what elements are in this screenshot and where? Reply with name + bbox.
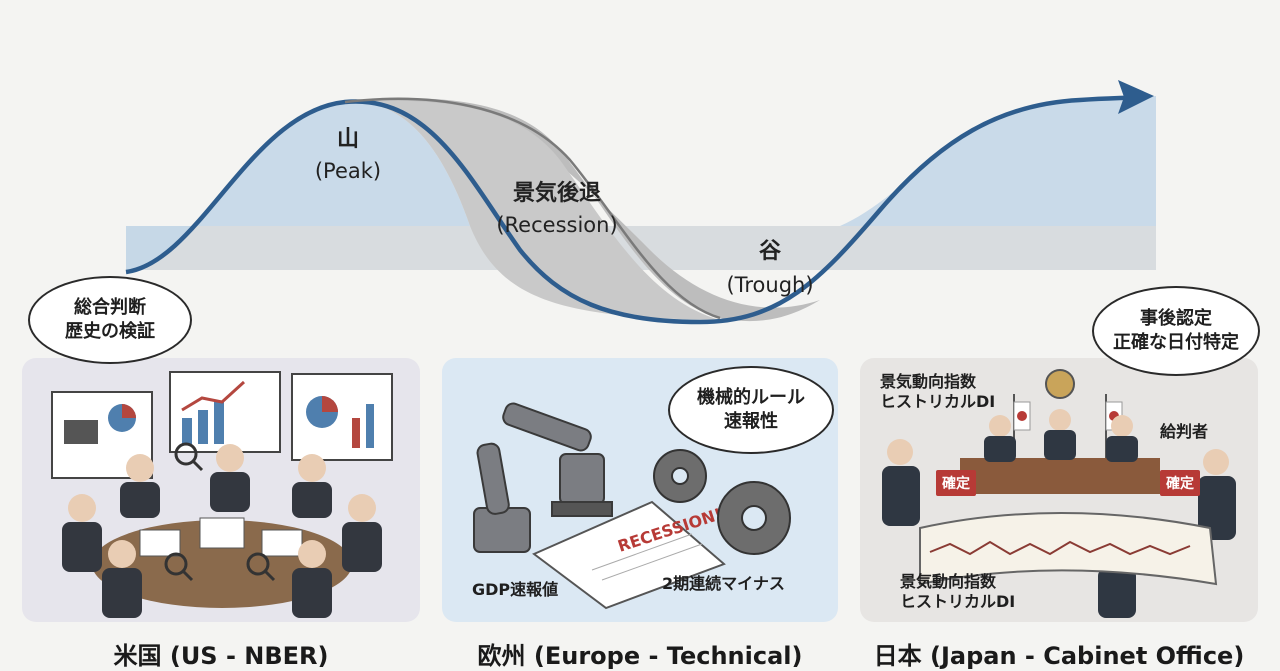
business-cycle-diagram: 山 (Peak) 景気後退 (Recession) 谷 (Trough) xyxy=(125,80,1156,325)
emblem-icon xyxy=(1045,369,1075,399)
us-panel xyxy=(22,358,420,622)
arrow-icon xyxy=(1118,80,1154,114)
recession-label-en: (Recession) xyxy=(496,213,617,237)
peak-label-en: (Peak) xyxy=(315,159,381,183)
europe-speech-bubble: 機械的ルール 速報性 xyxy=(668,366,834,454)
cycle-curve-shadow xyxy=(344,97,721,320)
peak-label-jp: 山 xyxy=(337,127,359,152)
trough-label-en: (Trough) xyxy=(726,273,813,297)
confirm-stamp-left: 確定 xyxy=(936,470,976,496)
scroll-icon xyxy=(919,512,1218,586)
japan-caption: 日本 (Japan - Cabinet Office) xyxy=(873,642,1245,670)
di-label-bottom-line1: 景気動向指数 xyxy=(900,572,997,591)
europe-panel: RECESSION! GDP速報値 2期連続マイナス xyxy=(442,358,838,622)
expansion-area-left xyxy=(126,101,470,270)
europe-caption: 欧州 (Europe - Technical) xyxy=(477,642,803,670)
judges-label: 給判者 xyxy=(1160,422,1209,441)
japan-bubble-line2: 正確な日付特定 xyxy=(1113,332,1239,353)
japan-speech-bubble: 事後認定 正確な日付特定 xyxy=(1092,286,1260,376)
trough-label-jp: 谷 xyxy=(759,239,782,264)
us-caption: 米国 (US - NBER) xyxy=(113,642,329,670)
japan-bubble-line1: 事後認定 xyxy=(1140,308,1212,329)
cycle-curve xyxy=(125,94,1141,325)
us-bubble-line2: 歴史の検証 xyxy=(65,321,155,342)
chart-board-icon xyxy=(291,373,393,461)
chart-board-icon xyxy=(169,371,281,453)
recession-label-jp: 景気後退 xyxy=(513,180,601,206)
europe-bubble-line2: 速報性 xyxy=(724,411,778,432)
panel-desk xyxy=(960,458,1160,494)
gear-icon xyxy=(653,449,791,555)
robot-arm-icon xyxy=(473,402,613,553)
us-bubble-line1: 総合判断 xyxy=(74,297,146,318)
gdp-label: GDP速報値 xyxy=(472,580,559,599)
confirm-stamp-right: 確定 xyxy=(1160,470,1200,496)
japan-illustration xyxy=(882,369,1236,618)
europe-bubble-line1: 機械的ルール xyxy=(697,387,805,408)
us-speech-bubble: 総合判断 歴史の検証 xyxy=(28,276,192,364)
flag-icon xyxy=(1013,394,1123,458)
document-icon xyxy=(532,500,726,610)
di-label-bottom-line2: ヒストリカルDI xyxy=(900,592,1016,611)
recession-area-fill xyxy=(345,100,720,320)
japan-panel: 景気動向指数 ヒストリカルDI 景気動向指数 ヒストリカルDI 給判者 確定 確… xyxy=(860,358,1258,622)
expansion-area-right xyxy=(840,96,1156,226)
us-illustration xyxy=(51,371,393,618)
magnifier-icon xyxy=(164,442,276,582)
rule-label: 2期連続マイナス xyxy=(662,574,785,593)
di-label-top-line2: ヒストリカルDI xyxy=(880,392,996,411)
europe-illustration: RECESSION! xyxy=(473,402,791,610)
di-label-top-line1: 景気動向指数 xyxy=(880,372,977,391)
